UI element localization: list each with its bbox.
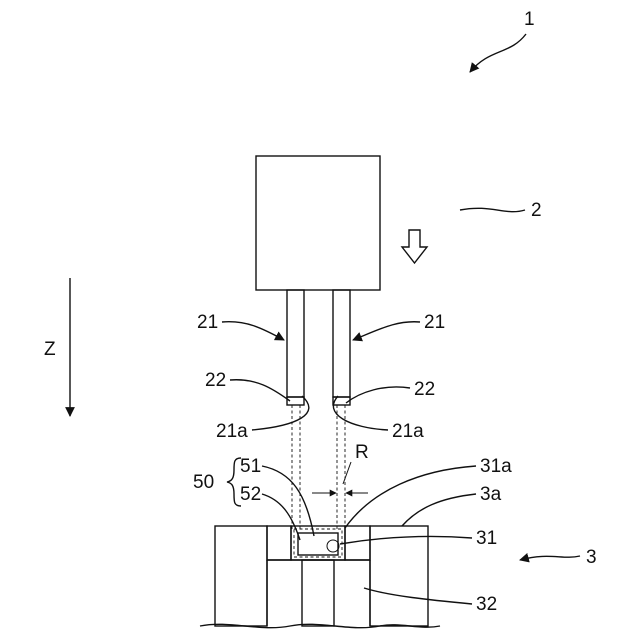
leader-part-lower [262,494,300,540]
head-body [256,156,380,290]
label-tip-left: 22 [205,370,226,391]
label-gap: R [355,442,369,463]
leader-device [470,34,526,72]
brace [227,458,241,506]
leader-hole [364,588,472,604]
leader-recess [340,536,472,544]
leader-end-right [333,396,388,430]
hollow-down-arrow-icon [402,230,427,263]
leader-holder-right [353,322,420,340]
leader-tip-right [346,387,410,403]
label-surface: 3a [480,484,502,505]
label-holder-left: 21 [197,312,218,333]
holder-left [287,290,304,397]
holder-right [333,290,350,397]
leader-surface [402,494,476,526]
label-holder-right: 21 [424,312,445,333]
label-recess-edge: 31a [480,456,512,477]
label-axis: Z [44,339,56,360]
label-part-lower: 52 [240,484,261,505]
label-part-upper: 51 [240,456,261,477]
label-end-left: 21a [216,421,248,442]
recess-wall-left [267,526,291,560]
label-head: 2 [531,200,542,221]
label-tip-right: 22 [414,379,435,400]
label-end-right: 21a [392,421,424,442]
recess-corner-mark [327,540,339,552]
label-recess: 31 [476,528,497,549]
label-hole: 32 [476,594,497,615]
leader-base [520,556,580,560]
label-device: 1 [524,9,535,30]
base-right-block [370,526,428,626]
leader-holder-left [222,322,284,340]
gap-leader [343,462,351,484]
base-center-pillar [302,560,334,626]
leader-tip-left [230,380,290,401]
base-left-block [215,526,267,626]
label-assembly: 50 [193,472,214,493]
leader-head [460,208,525,211]
label-base: 3 [586,547,597,568]
